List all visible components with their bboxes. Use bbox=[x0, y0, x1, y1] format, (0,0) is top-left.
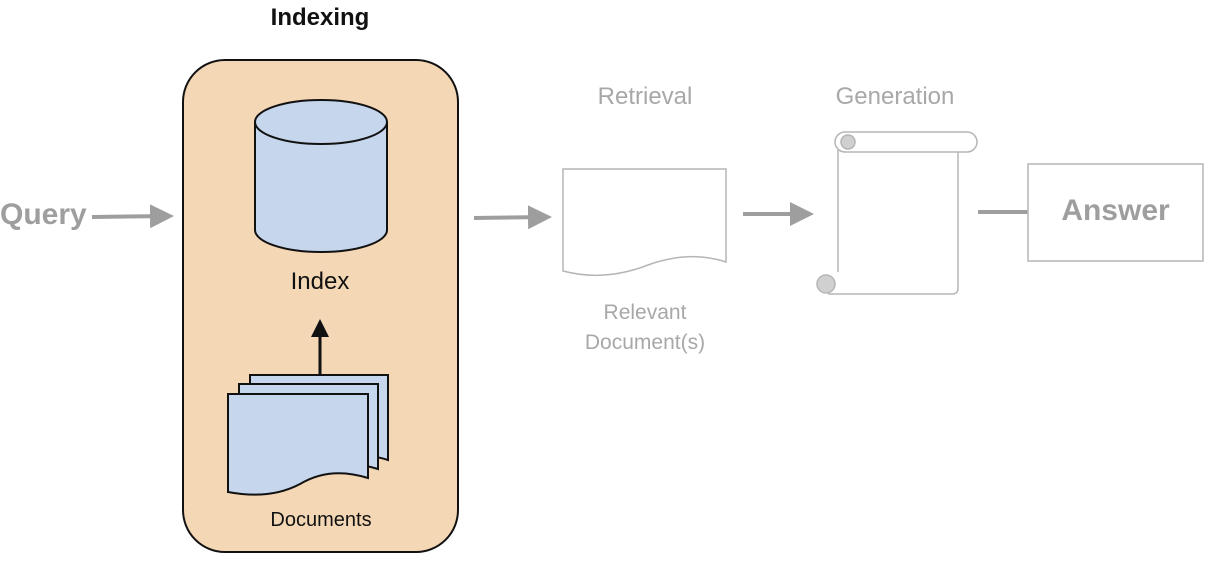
relevant-documents-label: Relevant Document(s) bbox=[560, 298, 730, 358]
answer-box bbox=[1027, 163, 1204, 262]
document-icon bbox=[562, 168, 727, 277]
documents-label: Documents bbox=[270, 509, 372, 531]
documents-stack-icon bbox=[227, 374, 389, 496]
scroll-icon bbox=[816, 131, 978, 295]
generation-title: Generation bbox=[835, 83, 955, 110]
retrieval-title: Retrieval bbox=[597, 83, 693, 110]
database-icon bbox=[254, 99, 388, 253]
query-arrow bbox=[91, 204, 174, 229]
index-label: Index bbox=[290, 268, 350, 295]
answer-label: Answer bbox=[1061, 194, 1170, 227]
relevant-line-2: Document(s) bbox=[584, 331, 706, 354]
query-label: Query bbox=[0, 198, 87, 231]
indexing-to-retrieval-arrow bbox=[473, 205, 552, 230]
relevant-line-1: Relevant bbox=[603, 301, 687, 324]
indexing-title: Indexing bbox=[270, 4, 370, 31]
